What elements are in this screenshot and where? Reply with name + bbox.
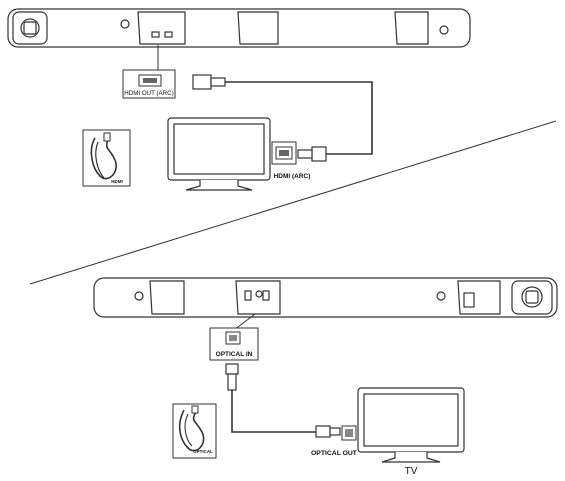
optical-out-label: OPTICAL OUT: [311, 450, 358, 457]
tv-bottom: [357, 387, 465, 463]
optical-callout-leader: [233, 313, 256, 331]
tv-label: TV: [405, 466, 418, 477]
section-divider: [29, 120, 557, 285]
optical-cable-connection: [225, 363, 341, 438]
tv-top: [167, 117, 271, 191]
optical-in-label: OPTICAL IN: [216, 351, 253, 358]
hdmi-cable-label: HDMI: [111, 179, 123, 184]
hdmi-out-arc-port-callout: HDMI OUT (ARC): [122, 69, 176, 99]
optical-cable-accessory: OPTICAL: [172, 403, 217, 459]
hdmi-cable-connection: [192, 74, 373, 162]
tv-hdmi-arc-port: HDMI (ARC): [271, 141, 311, 180]
soundbar-top: [7, 8, 471, 48]
soundbar-bottom: [93, 277, 558, 318]
optical-cable-label: OPTICAL: [193, 449, 213, 454]
optical-in-port-callout: OPTICAL IN: [209, 327, 259, 361]
hdmi-out-arc-label: HDMI OUT (ARC): [124, 90, 173, 97]
tv-optical-out-port: OPTICAL OUT: [311, 425, 358, 457]
hdmi-cable-accessory: HDMI: [82, 129, 131, 187]
hdmi-arc-label: HDMI (ARC): [274, 173, 311, 180]
